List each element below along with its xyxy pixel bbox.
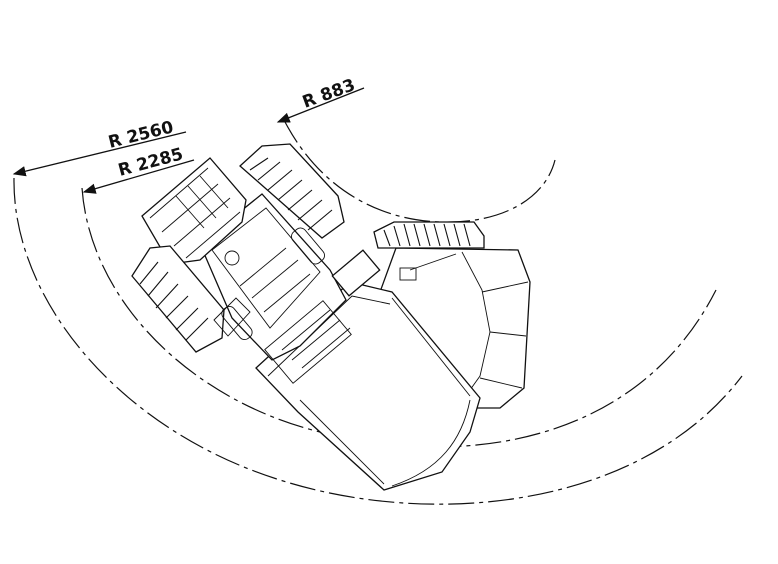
front-left-wheel [239, 143, 345, 239]
inner-radius-leader [276, 87, 365, 123]
middle-radius-label: R 2285 [116, 144, 185, 180]
loader-machine [131, 143, 531, 491]
dimension-labels: R 2560 R 2285 R 883 [106, 75, 358, 181]
middle-radius-leader [82, 159, 195, 194]
dimension-leaders [12, 87, 365, 194]
front-frame [199, 193, 352, 384]
inner-radius-label: R 883 [300, 75, 358, 112]
inner-turning-arc [283, 119, 556, 223]
front-right-wheel [131, 245, 251, 353]
rear-wheel [373, 221, 485, 249]
articulation-joint [221, 227, 381, 341]
outer-turning-arc [13, 177, 743, 505]
outer-radius-leader [12, 131, 187, 177]
